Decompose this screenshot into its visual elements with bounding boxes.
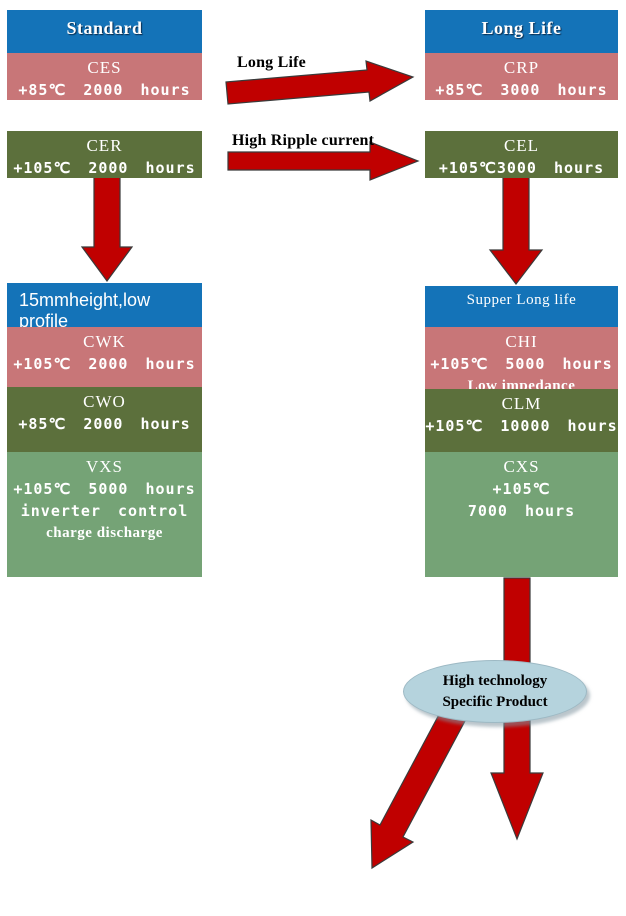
long-life-arrow-label: Long Life <box>237 54 306 71</box>
arrow-diagonal-down-left <box>370 693 474 870</box>
ellipse-line-1: High technology <box>442 672 548 689</box>
box-long-life-header: Long Life <box>425 10 618 53</box>
cwo-title: CWO <box>83 392 126 411</box>
box-cwk: CWK +105℃ 2000 hours <box>7 327 202 387</box>
ces-spec: +85℃ 2000 hours <box>18 81 191 99</box>
box-vxs: VXS +105℃ 5000 hours inverter control ch… <box>7 452 202 577</box>
cxs-hours: 7000 hours <box>467 502 576 520</box>
clm-title: CLM <box>501 394 542 413</box>
ces-title: CES <box>87 58 122 77</box>
box-standard-header: Standard <box>7 10 202 53</box>
box-cel: CEL +105℃3000 hours <box>425 131 618 178</box>
crp-spec: +85℃ 3000 hours <box>435 81 608 99</box>
cxs-title: CXS <box>503 457 540 476</box>
chi-title: CHI <box>505 332 538 351</box>
low-profile-header-label: 15mmheight,low profile <box>19 290 151 331</box>
box-supper-long-life-header: Supper Long life <box>425 286 618 327</box>
box-clm: CLM +105℃ 10000 hours <box>425 389 618 452</box>
cel-title: CEL <box>503 136 540 155</box>
vxs-use-1: inverter control <box>20 502 189 520</box>
box-cwo: CWO +85℃ 2000 hours <box>7 387 202 452</box>
supper-long-life-header-label: Supper Long life <box>466 292 577 308</box>
chi-spec: +105℃ 5000 hours <box>430 355 613 373</box>
ellipse-line-2: Specific Product <box>442 693 548 710</box>
standard-header-label: Standard <box>66 18 143 38</box>
clm-spec: +105℃ 10000 hours <box>425 417 618 435</box>
box-chi: CHI +105℃ 5000 hours Low impedance <box>425 327 618 394</box>
box-low-profile-header: 15mmheight,low profile <box>7 283 202 331</box>
cwo-spec: +85℃ 2000 hours <box>18 415 191 433</box>
box-cer: CER +105℃ 2000 hours <box>7 131 202 178</box>
arrow-cer-to-cel <box>227 141 420 181</box>
box-ces: CES +85℃ 2000 hours <box>7 53 202 100</box>
cxs-spec: +105℃ <box>492 480 551 498</box>
high-ripple-arrow-label: High Ripple current <box>232 132 375 149</box>
cwk-spec: +105℃ 2000 hours <box>13 355 196 373</box>
arrow-ces-to-crp <box>225 60 415 105</box>
vxs-spec: +105℃ 5000 hours <box>13 480 196 498</box>
cwk-title: CWK <box>83 332 126 351</box>
vxs-use-2: charge discharge <box>46 525 163 541</box>
high-technology-ellipse: High technology Specific Product <box>403 660 587 723</box>
cel-spec: +105℃3000 hours <box>438 159 605 177</box>
cer-spec: +105℃ 2000 hours <box>13 159 196 177</box>
cer-title: CER <box>86 136 123 155</box>
arrow-cel-down <box>488 175 544 285</box>
box-cxs: CXS +105℃ 7000 hours <box>425 452 618 577</box>
arrow-cer-down <box>80 175 134 283</box>
crp-title: CRP <box>503 58 540 77</box>
vxs-title: VXS <box>85 457 123 476</box>
long-life-header-label: Long Life <box>481 18 562 38</box>
box-crp: CRP +85℃ 3000 hours <box>425 53 618 100</box>
